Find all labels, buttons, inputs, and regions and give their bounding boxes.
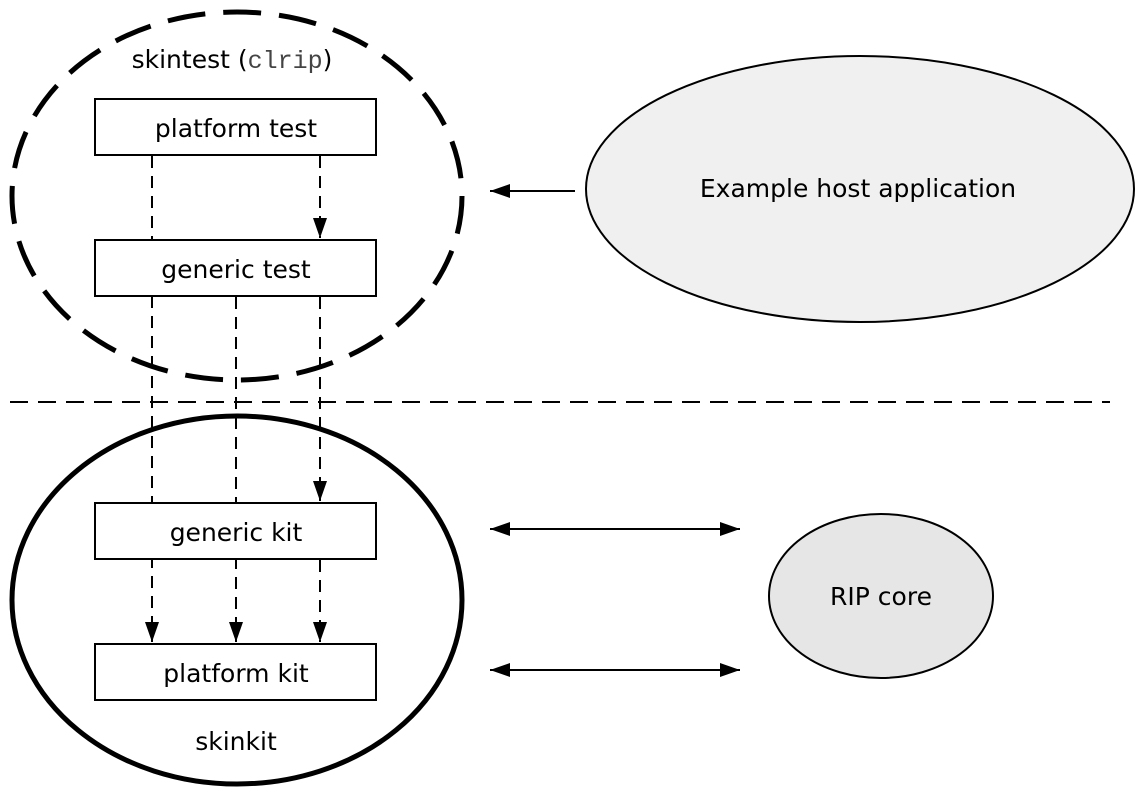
rip-core: RIP core (768, 513, 994, 679)
box-platform-kit-label: platform kit (163, 659, 309, 688)
skintest-close-paren: ) (323, 45, 333, 74)
box-platform-kit: platform kit (94, 643, 377, 701)
skintest-boundary (9, 9, 465, 383)
box-generic-test-label: generic test (161, 255, 311, 284)
box-generic-test: generic test (94, 239, 377, 297)
box-generic-kit-label: generic kit (170, 518, 303, 547)
skintest-open-paren: ( (230, 45, 248, 74)
host-application: Example host application (585, 55, 1135, 323)
rip-core-label: RIP core (830, 582, 932, 611)
skintest-name: skintest (132, 45, 231, 74)
skintest-label: skintest (clrip) (132, 45, 333, 76)
box-platform-test-label: platform test (155, 114, 317, 143)
host-application-label: Example host application (700, 174, 1016, 203)
dependency-arrows (145, 156, 327, 642)
box-generic-kit: generic kit (94, 502, 377, 560)
box-platform-test: platform test (94, 98, 377, 156)
skinkit-label: skinkit (195, 727, 277, 756)
skintest-code: clrip (248, 47, 323, 76)
skinkit-boundary (9, 413, 465, 787)
